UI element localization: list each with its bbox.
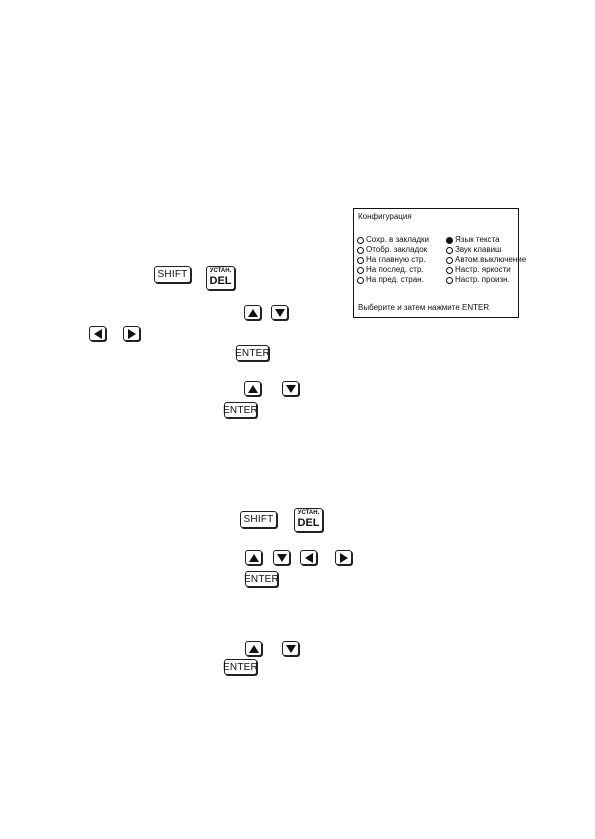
- up-arrow-key[interactable]: [245, 550, 262, 565]
- radio-icon: [446, 276, 453, 284]
- option-prev-page[interactable]: На пред. стран.: [357, 275, 429, 285]
- right-options: Язык текста Звук клавиш Автом.выключение…: [446, 235, 526, 285]
- option-pronunciation[interactable]: Настр. произн.: [446, 275, 526, 285]
- shift-key[interactable]: SHIFT: [154, 266, 191, 283]
- up-arrow-icon: [247, 384, 258, 393]
- down-arrow-icon: [274, 308, 285, 317]
- radio-icon: [446, 256, 453, 264]
- del-key-main-label: DEL: [297, 517, 320, 529]
- radio-icon: [357, 276, 364, 284]
- enter-key[interactable]: ENTER: [223, 659, 258, 675]
- up-arrow-key[interactable]: [244, 305, 261, 320]
- radio-icon: [357, 256, 364, 264]
- up-arrow-icon: [247, 308, 258, 317]
- option-save-bookmark[interactable]: Сохр. в закладки: [357, 235, 429, 245]
- left-arrow-icon: [93, 328, 102, 339]
- option-auto-power-off[interactable]: Автом.выключение: [446, 255, 526, 265]
- right-arrow-key[interactable]: [335, 550, 352, 565]
- set-del-key[interactable]: УСТАН. DEL: [206, 266, 235, 290]
- option-brightness[interactable]: Настр. яркости: [446, 265, 526, 275]
- left-arrow-key[interactable]: [300, 550, 317, 565]
- up-arrow-icon: [248, 553, 259, 562]
- down-arrow-key[interactable]: [282, 381, 299, 396]
- del-key-main-label: DEL: [209, 275, 232, 287]
- del-key-top-label: УСТАН.: [209, 268, 232, 274]
- left-arrow-key[interactable]: [89, 326, 106, 341]
- right-arrow-icon: [127, 328, 136, 339]
- enter-key[interactable]: ENTER: [223, 402, 258, 418]
- enter-key[interactable]: ENTER: [235, 345, 270, 361]
- option-text-language[interactable]: Язык текста: [446, 235, 526, 245]
- radio-icon: [357, 246, 364, 254]
- up-arrow-key[interactable]: [245, 641, 262, 656]
- shift-key[interactable]: SHIFT: [240, 511, 277, 528]
- screen-title: Конфигурация: [358, 212, 412, 221]
- radio-icon: [446, 266, 453, 274]
- left-options: Сохр. в закладки Отобр. закладок На глав…: [357, 235, 429, 285]
- radio-icon: [357, 266, 364, 274]
- down-arrow-key[interactable]: [271, 305, 288, 320]
- up-arrow-key[interactable]: [244, 381, 261, 396]
- option-home-page[interactable]: На главную стр.: [357, 255, 429, 265]
- config-screen: Конфигурация Сохр. в закладки Отобр. зак…: [353, 208, 526, 318]
- up-arrow-icon: [248, 644, 259, 653]
- radio-icon: [446, 246, 453, 254]
- down-arrow-icon: [285, 644, 296, 653]
- down-arrow-icon: [285, 384, 296, 393]
- radio-selected-icon: [446, 236, 453, 244]
- right-arrow-key[interactable]: [123, 326, 140, 341]
- left-arrow-icon: [304, 552, 313, 563]
- right-arrow-icon: [339, 552, 348, 563]
- del-key-top-label: УСТАН.: [297, 510, 320, 516]
- option-show-bookmarks[interactable]: Отобр. закладок: [357, 245, 429, 255]
- enter-key[interactable]: ENTER: [244, 571, 279, 587]
- radio-icon: [357, 236, 364, 244]
- screen-hint: Выберите и затем нажмите ENTER: [358, 303, 490, 312]
- set-del-key[interactable]: УСТАН. DEL: [294, 508, 323, 532]
- down-arrow-key[interactable]: [282, 641, 299, 656]
- option-key-sound[interactable]: Звук клавиш: [446, 245, 526, 255]
- option-last-page[interactable]: На послед. стр.: [357, 265, 429, 275]
- down-arrow-icon: [276, 553, 287, 562]
- down-arrow-key[interactable]: [273, 550, 290, 565]
